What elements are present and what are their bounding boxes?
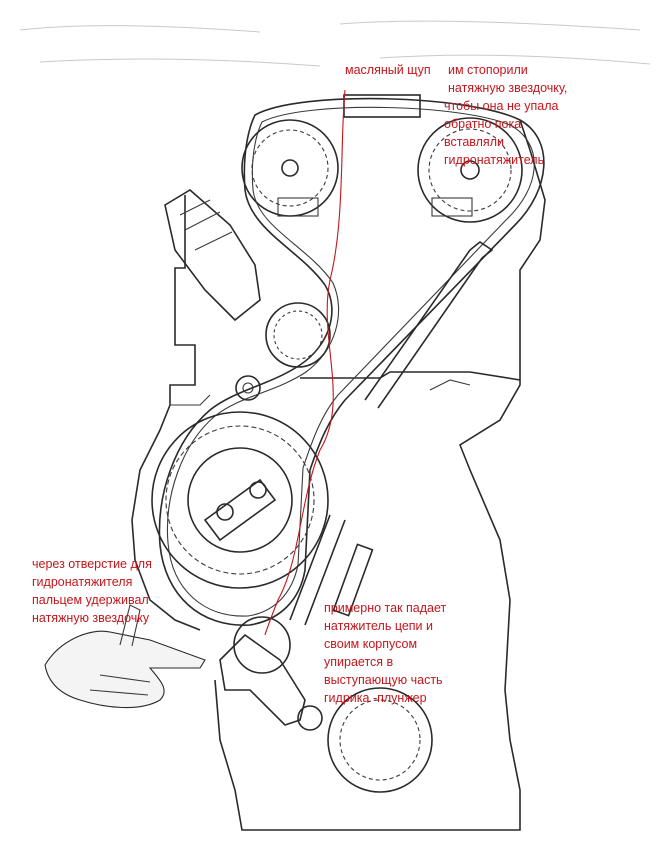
engine-block-outline: [131, 119, 546, 831]
oil-dipstick-path: [264, 89, 346, 636]
bottom-note: примерно так падает натяжитель цепи и св…: [324, 601, 450, 705]
top-note-line: гидронатяжитель: [444, 153, 544, 167]
bottom-note-line: примерно так падает: [324, 601, 447, 615]
top-note-line: натяжную звездочку,: [448, 81, 567, 95]
top-note-line: им стопорили: [448, 63, 528, 77]
hydraulic-tensioner-lower: [289, 514, 374, 626]
left-note-line: пальцем удерживал: [32, 593, 149, 607]
top-note-line: чтобы она не упала: [444, 99, 559, 113]
hydraulic-tensioner-upper: [364, 241, 494, 409]
top-note: им стопорили натяжную звездочку, чтобы о…: [444, 63, 571, 167]
hand-pointing-icon: [44, 604, 206, 709]
camshaft-sprocket-right: [417, 117, 523, 223]
faded-header-text: [19, 20, 651, 67]
left-note-line: через отверстие для: [32, 557, 152, 571]
left-note: через отверстие для гидронатяжителя паль…: [32, 557, 155, 625]
left-note-line: гидронатяжителя: [32, 575, 132, 589]
camshaft-sprocket-left: [241, 119, 339, 217]
oil-pump-sprocket: [327, 687, 433, 793]
top-note-line: вставляли: [444, 135, 504, 149]
bottom-note-line: своим корпусом: [324, 637, 417, 651]
bottom-note-line: натяжитель цепи и: [324, 619, 433, 633]
timing-chain: [158, 97, 545, 626]
bottom-note-line: упирается в: [324, 655, 394, 669]
bottom-note-line: выступающую часть: [324, 673, 443, 687]
upper-tensioner-sprocket: [235, 302, 331, 401]
left-note-line: натяжную звездочку: [32, 611, 150, 625]
oil-dipstick-label: масляный щуп: [345, 63, 431, 77]
cam-sensor: [164, 189, 261, 322]
crankshaft-sprocket: [151, 411, 329, 589]
bottom-note-line: гидрика -плунжер: [324, 691, 427, 705]
top-note-line: обратно пока: [444, 117, 521, 131]
chain-tensioner-lower: [219, 616, 323, 731]
